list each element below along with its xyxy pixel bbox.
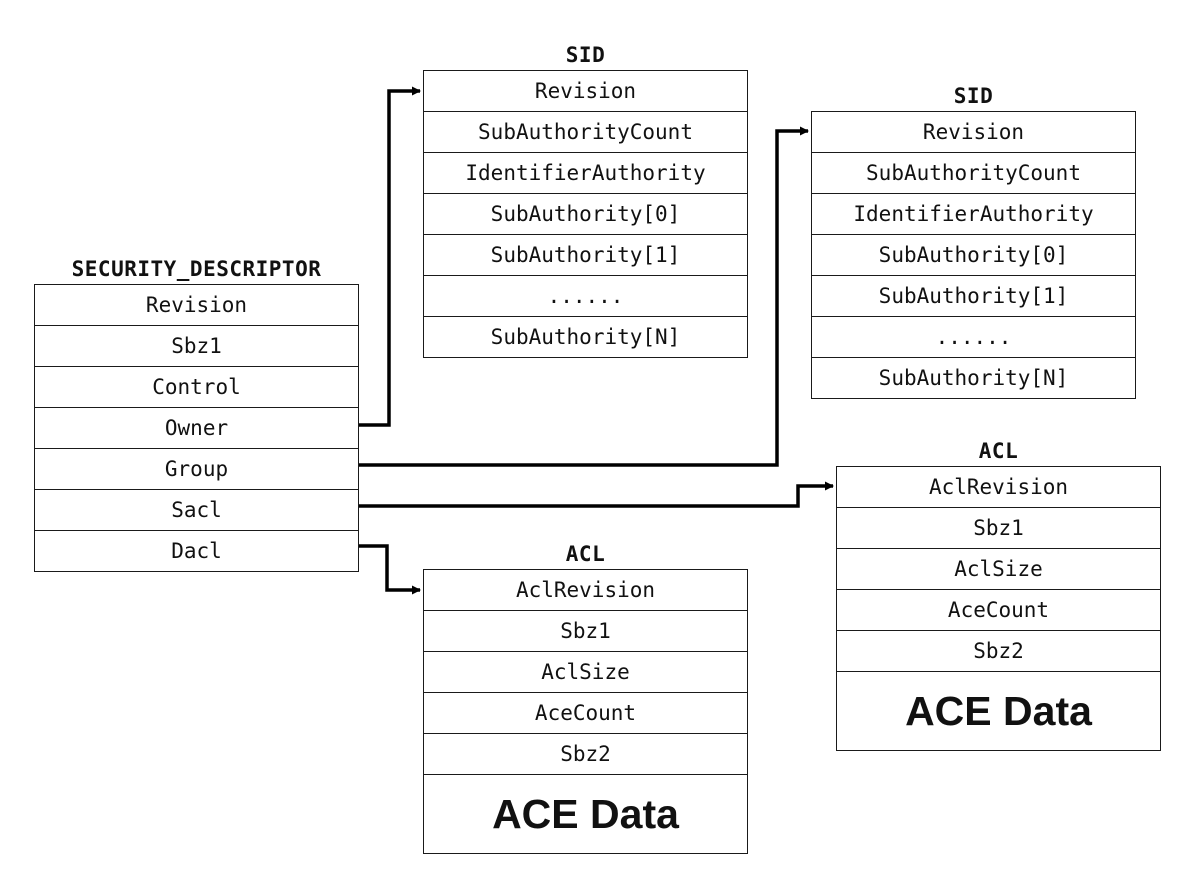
- group-sid-field-identifierauthority: IdentifierAuthority: [812, 194, 1135, 235]
- dacl-field-sbz1: Sbz1: [424, 611, 747, 652]
- security-descriptor-title: SECURITY_DESCRIPTOR: [71, 257, 322, 281]
- sacl-field-sbz2: Sbz2: [837, 631, 1160, 672]
- dacl-field-aclsize: AclSize: [424, 652, 747, 693]
- owner-sid-field-identifierauthority: IdentifierAuthority: [424, 153, 747, 194]
- sd-field-sbz1: Sbz1: [35, 326, 358, 367]
- sacl-field-aclrevision: AclRevision: [837, 467, 1160, 508]
- dacl-field-aclrevision: AclRevision: [424, 570, 747, 611]
- group-sid-struct: SID Revision SubAuthorityCount Identifie…: [811, 84, 1136, 399]
- group-sid-fields: Revision SubAuthorityCount IdentifierAut…: [811, 111, 1136, 399]
- security-descriptor-fields: Revision Sbz1 Control Owner Group Sacl D…: [34, 284, 359, 572]
- sd-field-sacl: Sacl: [35, 490, 358, 531]
- owner-sid-field-subauthority-0: SubAuthority[0]: [424, 194, 747, 235]
- owner-sid-field-subauthoritycount: SubAuthorityCount: [424, 112, 747, 153]
- sd-field-owner: Owner: [35, 408, 358, 449]
- owner-sid-fields: Revision SubAuthorityCount IdentifierAut…: [423, 70, 748, 358]
- owner-sid-field-ellipsis: ......: [424, 276, 747, 317]
- group-sid-title: SID: [953, 84, 994, 108]
- dacl-struct: ACL AclRevision Sbz1 AclSize AceCount Sb…: [423, 542, 748, 854]
- sacl-title: ACL: [978, 439, 1019, 463]
- owner-sid-field-revision: Revision: [424, 71, 747, 112]
- owner-to-sid-arrow: [359, 86, 421, 427]
- owner-sid-title: SID: [565, 43, 606, 67]
- group-sid-field-revision: Revision: [812, 112, 1135, 153]
- sd-field-control: Control: [35, 367, 358, 408]
- sacl-fields: AclRevision Sbz1 AclSize AceCount Sbz2 A…: [836, 466, 1161, 751]
- dacl-field-acecount: AceCount: [424, 693, 747, 734]
- security-descriptor-struct: SECURITY_DESCRIPTOR Revision Sbz1 Contro…: [34, 257, 359, 572]
- sd-field-revision: Revision: [35, 285, 358, 326]
- owner-sid-struct: SID Revision SubAuthorityCount Identifie…: [423, 43, 748, 358]
- dacl-fields: AclRevision Sbz1 AclSize AceCount Sbz2 A…: [423, 569, 748, 854]
- dacl-to-acl-arrow: [359, 544, 421, 595]
- group-sid-field-ellipsis: ......: [812, 317, 1135, 358]
- owner-sid-field-subauthority-n: SubAuthority[N]: [490, 325, 681, 349]
- group-to-sid-arrow: [359, 126, 809, 467]
- sacl-to-acl-arrow: [359, 481, 834, 508]
- dacl-title: ACL: [565, 542, 606, 566]
- sacl-field-aclsize: AclSize: [837, 549, 1160, 590]
- sd-field-dacl: Dacl: [171, 539, 222, 563]
- sd-field-group: Group: [35, 449, 358, 490]
- owner-sid-field-subauthority-1: SubAuthority[1]: [424, 235, 747, 276]
- group-sid-field-subauthority-0: SubAuthority[0]: [812, 235, 1135, 276]
- sacl-field-sbz1: Sbz1: [837, 508, 1160, 549]
- dacl-ace-data: ACE Data: [492, 791, 679, 837]
- dacl-field-sbz2: Sbz2: [424, 734, 747, 775]
- sacl-ace-data: ACE Data: [905, 688, 1092, 734]
- group-sid-field-subauthoritycount: SubAuthorityCount: [812, 153, 1135, 194]
- sacl-struct: ACL AclRevision Sbz1 AclSize AceCount Sb…: [836, 439, 1161, 751]
- group-sid-field-subauthority-1: SubAuthority[1]: [812, 276, 1135, 317]
- sacl-field-acecount: AceCount: [837, 590, 1160, 631]
- group-sid-field-subauthority-n: SubAuthority[N]: [878, 366, 1069, 390]
